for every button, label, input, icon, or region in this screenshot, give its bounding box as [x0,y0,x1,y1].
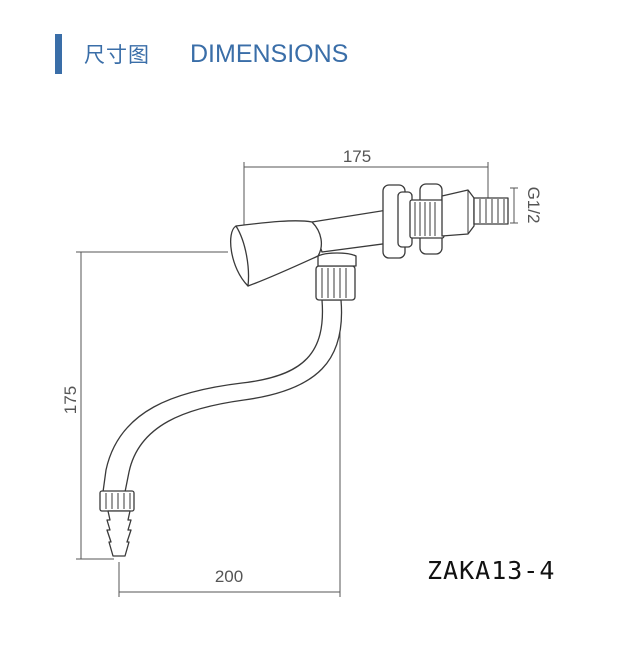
dim-top-width: 175 [343,147,371,166]
dim-left-height: 175 [61,386,80,414]
model-number: ZAKA13-4 [427,556,556,585]
dim-bottom-width: 200 [215,567,243,586]
section-header: 尺寸图 DIMENSIONS [55,34,348,74]
handle-front [230,225,250,287]
faucet-body [99,183,509,557]
dimension-lines [76,162,518,597]
hex-nut [441,189,475,237]
outlet-nut [99,490,135,512]
accent-bar [55,34,62,74]
dim-thread: G1/2 [524,187,543,224]
spout-pipe [102,299,343,493]
body-tee [317,252,357,267]
inlet-thread [473,197,509,225]
title-chinese: 尺寸图 [84,43,150,67]
title-english: DIMENSIONS [190,39,349,68]
hose-nozzle [106,510,132,557]
